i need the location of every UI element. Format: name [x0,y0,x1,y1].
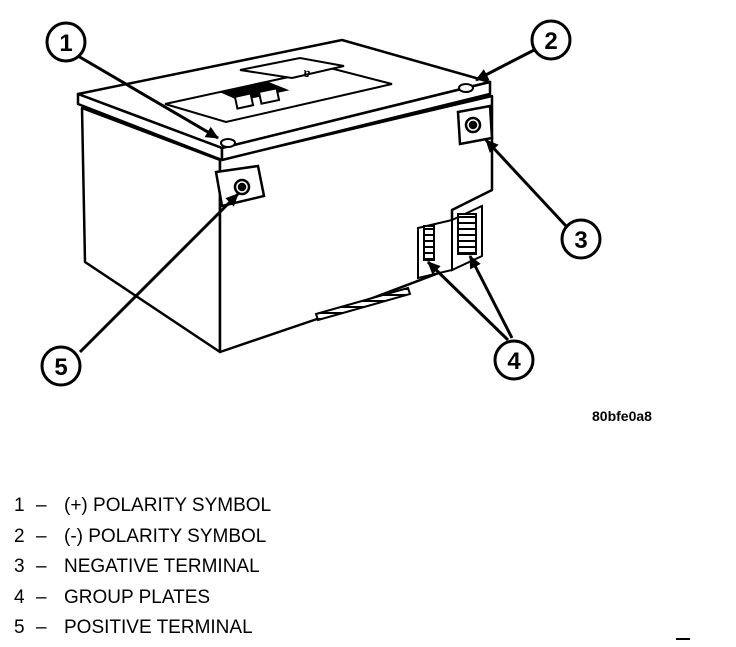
figure-reference-code: 80bfe0a8 [592,408,652,424]
svg-text:a: a [302,67,311,82]
base-slot [314,286,412,322]
legend: 1 – (+) POLARITY SYMBOL 2 – (-) POLARITY… [14,494,271,647]
legend-item: 4 – GROUP PLATES [14,586,271,617]
legend-text: GROUP PLATES [64,586,211,608]
callout-4: 4 [493,339,535,381]
svg-text:2: 2 [544,28,557,55]
negative-polarity-symbol [458,83,474,93]
legend-text: NEGATIVE TERMINAL [64,556,260,577]
legend-separator: – [36,586,47,608]
callout-3: 3 [560,218,602,260]
callout-5: 5 [40,345,82,387]
lid-label: a [164,56,393,124]
svg-text:4: 4 [507,348,521,375]
legend-item: 2 – (-) POLARITY SYMBOL [14,525,271,556]
legend-number: 2 [14,525,25,547]
battery-diagram: a 1 2 3 [40,19,602,387]
leader-lines [77,46,568,354]
legend-separator: – [36,556,47,577]
positive-polarity-symbol [220,138,236,148]
legend-text: (-) POLARITY SYMBOL [64,525,267,547]
legend-number: 4 [14,586,25,608]
svg-text:3: 3 [574,227,587,254]
legend-separator: – [36,617,47,638]
legend-number: 1 [14,495,25,516]
legend-text: POSITIVE TERMINAL [64,617,253,638]
negative-terminal [456,104,494,146]
corner-mark [676,638,690,640]
battery-body [76,38,494,354]
legend-item: 5 – POSITIVE TERMINAL [14,616,271,647]
callout-1: 1 [45,21,87,63]
callout-2: 2 [530,19,572,61]
svg-text:1: 1 [59,30,72,57]
legend-separator: – [36,495,47,516]
legend-separator: – [36,525,47,547]
svg-text:5: 5 [54,354,67,381]
legend-number: 3 [14,556,25,577]
legend-item: 1 – (+) POLARITY SYMBOL [14,494,271,525]
legend-text: (+) POLARITY SYMBOL [64,495,272,516]
legend-number: 5 [14,617,25,638]
group-plates [417,204,483,280]
legend-item: 3 – NEGATIVE TERMINAL [14,555,271,586]
